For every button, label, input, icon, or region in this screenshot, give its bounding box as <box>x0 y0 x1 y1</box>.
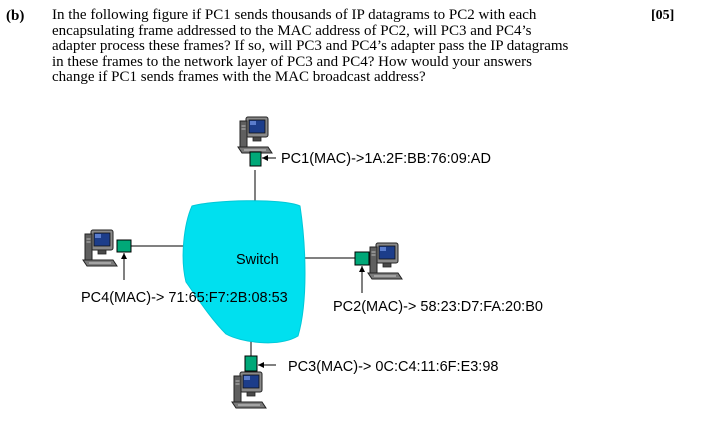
pc4-computer-icon <box>82 229 118 267</box>
question-line: encapsulating frame addressed to the MAC… <box>52 22 532 39</box>
pc1-mac-label: PC1(MAC)->1A:2F:BB:76:09:AD <box>281 151 491 167</box>
question-line: in these frames to the network layer of … <box>52 53 532 70</box>
question-label: (b) <box>6 8 25 24</box>
pc3-mac-label: PC3(MAC)-> 0C:C4:11:6F:E3:98 <box>288 359 498 375</box>
pc4-mac-label: PC4(MAC)-> 71:65:F7:2B:08:53 <box>81 290 288 306</box>
pc3-computer-icon <box>231 371 267 409</box>
pc2-mac-label: PC2(MAC)-> 58:23:D7:FA:20:B0 <box>333 299 543 315</box>
pc3-adapter <box>244 355 258 372</box>
question-text: In the following figure if PC1 sends tho… <box>52 7 620 86</box>
pc2-adapter <box>354 251 370 266</box>
switch-label: Switch <box>236 252 279 268</box>
question-line: change if PC1 sends frames with the MAC … <box>52 69 426 85</box>
pc4-adapter <box>116 239 132 253</box>
pc1-computer-icon <box>237 116 273 154</box>
question-line: In the following figure if PC1 sends tho… <box>52 7 537 23</box>
question-line: adapter process these frames? If so, wil… <box>52 38 569 54</box>
pc2-computer-icon <box>367 242 403 280</box>
question-marks: [05] <box>651 8 675 23</box>
pc1-adapter <box>249 151 262 167</box>
switch-shape <box>182 200 306 344</box>
